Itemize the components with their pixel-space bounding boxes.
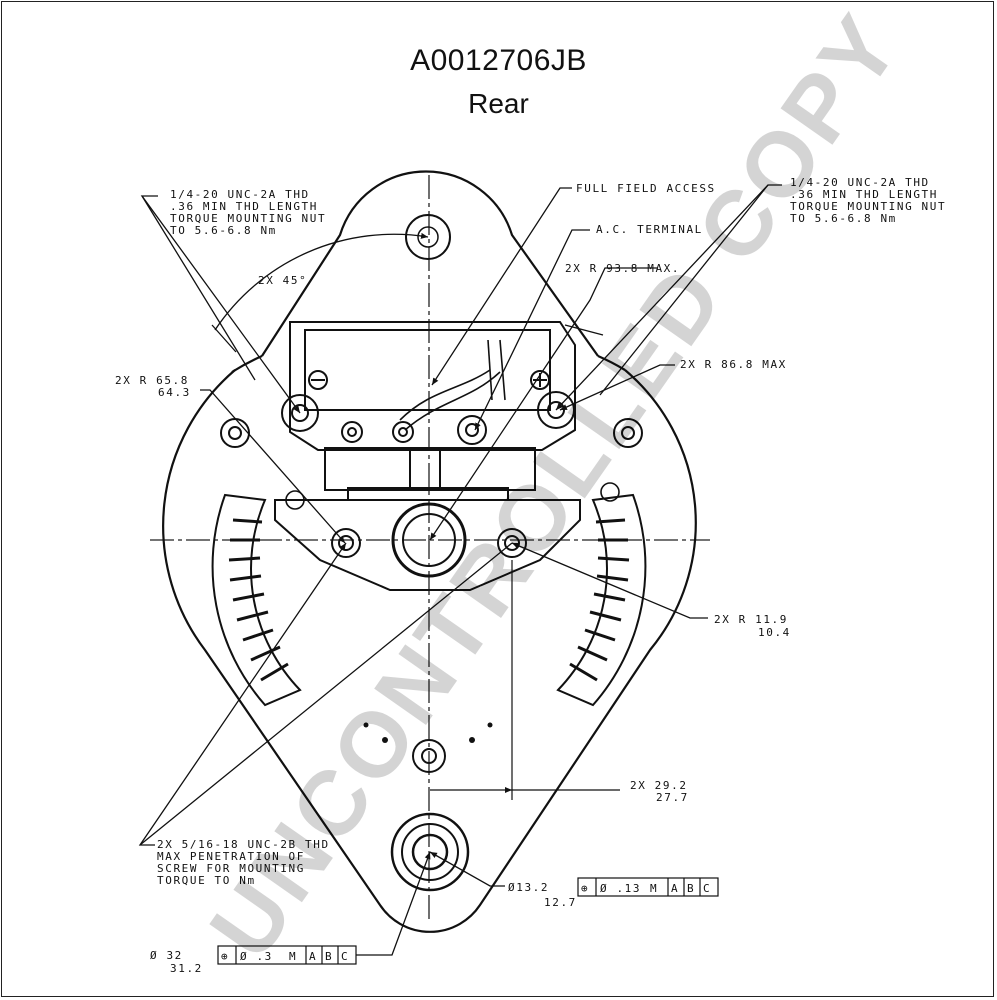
callout-radius-93: 2X R 93.8 MAX. [565,262,680,275]
callout-tl-line4: TO 5.6-6.8 Nm [170,224,277,237]
leader-lines [138,184,782,956]
dia-32-datum-b: B [325,950,333,963]
callout-bolt-line1: 2X 5/16-18 UNC-2B THD [157,838,330,851]
dia-32-position-symbol: ⊕ [221,950,229,963]
callout-tl-line1: 1/4-20 UNC-2A THD [170,188,310,201]
bottom-mounting-boss [390,812,470,892]
callout-tr-line1: 1/4-20 UNC-2A THD [790,176,930,189]
dia-13-tolerance: Ø .13 [600,882,641,895]
dia-13-value: Ø13.2 [508,881,549,894]
dimension-29 [430,560,620,800]
center-bearing-boss [274,482,620,591]
lower-holes [363,722,493,743]
dia-13-feature-frame [577,877,719,897]
callout-radius-11: 2X R 11.9 [714,613,788,626]
callout-dim-29-min: 27.7 [656,791,689,804]
dia-32-datum-c: C [341,950,349,963]
callout-tr-line2: .36 MIN THD LENGTH [790,188,938,201]
callout-radius-11-min: 10.4 [758,626,791,639]
dia-32-min: 31.2 [170,962,203,975]
dia-13-datum-a: A [671,882,679,895]
dia-13-min: 12.7 [544,896,577,909]
callout-tr-line4: TO 5.6-6.8 Nm [790,212,897,225]
callout-tl-line2: .36 MIN THD LENGTH [170,200,318,213]
callout-radius-86: 2X R 86.8 MAX [680,358,787,371]
callout-top-right-thread: 1/4-20 UNC-2A THD .36 MIN THD LENGTH TOR… [790,176,946,225]
part-number-title: A0012706JB [410,44,587,77]
right-vent-slots [556,493,647,707]
callout-bolt-line2: MAX PENETRATION OF [157,850,305,863]
callout-dim-29: 2X 29.2 [630,779,688,792]
center-lines [150,175,710,920]
dia-13-callout: Ø13.2 12.7 ⊕ Ø .13 M A B C [508,877,719,909]
callout-angle: 2X 45° [258,274,307,287]
dia-13-position-symbol: ⊕ [581,882,589,895]
callout-ac-terminal: A.C. TERMINAL [596,223,703,236]
callout-bolt-line4: TORQUE TO Nm [157,874,256,887]
uncontrolled-copy-watermark: UNCONTROLLED COPY [191,0,920,976]
callout-radius-65: 2X R 65.8 [115,374,189,387]
dia-32-value: Ø 32 [150,949,183,962]
dia-32-callout: Ø 32 31.2 ⊕ Ø .3 M A B C [150,945,357,975]
dia-32-feature-frame [217,945,357,965]
callout-tr-line3: TORQUE MOUNTING NUT [790,200,946,213]
dia-13-mmc: M [650,882,658,895]
dia-32-mmc: M [289,950,297,963]
dia-32-tolerance: Ø .3 [240,950,273,963]
dia-13-datum-c: C [703,882,711,895]
callout-radius-65-min: 64.3 [158,386,191,399]
dia-13-datum-b: B [687,882,695,895]
callout-bolt-line3: SCREW FOR MOUNTING [157,862,305,875]
view-subtitle: Rear [468,88,529,119]
callout-tl-line3: TORQUE MOUNTING NUT [170,212,326,225]
callout-bolt-thread: 2X 5/16-18 UNC-2B THD MAX PENETRATION OF… [157,838,330,887]
top-mounting-ear [405,214,451,260]
housing-outline [162,170,697,933]
dia-32-datum-a: A [309,950,317,963]
left-vent-slots [211,493,302,707]
callout-top-left-thread: 1/4-20 UNC-2A THD .36 MIN THD LENGTH TOR… [170,188,326,237]
callout-full-field-access: FULL FIELD ACCESS [576,182,716,195]
